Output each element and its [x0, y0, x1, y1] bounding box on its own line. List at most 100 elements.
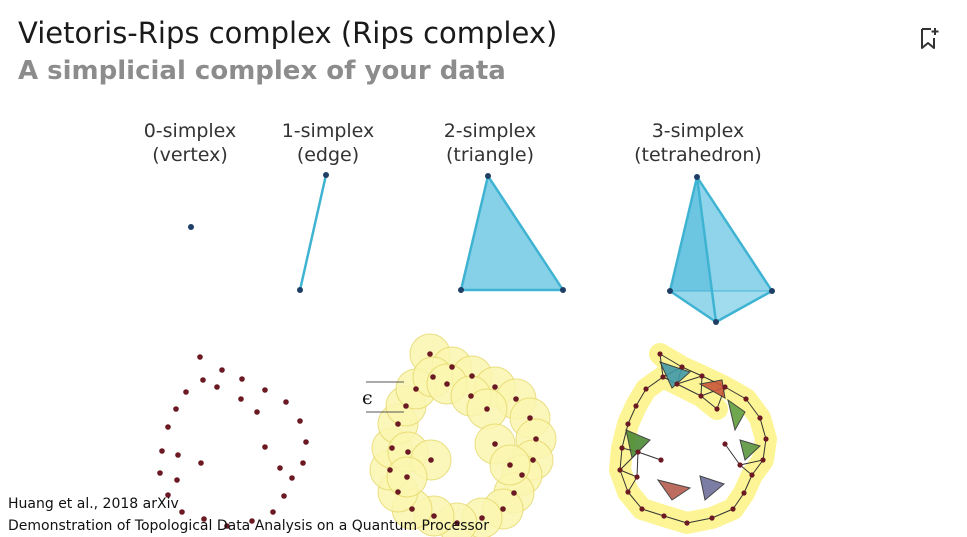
rips-edge [681, 366, 703, 377]
data-point [197, 354, 203, 360]
rips-vertex [657, 351, 663, 357]
rips-edge [645, 376, 664, 390]
data-point [183, 389, 189, 395]
rips-vertex [679, 364, 685, 370]
rips-vertex [658, 457, 664, 463]
rips-triangle [739, 439, 761, 461]
slide-title: Vietoris-Rips complex (Rips complex) [18, 16, 558, 50]
data-point [530, 457, 536, 463]
data-point [444, 381, 450, 387]
rips-edge [751, 459, 764, 476]
rips-edge [711, 508, 734, 519]
rips-edge [745, 398, 761, 419]
data-point [238, 396, 244, 402]
data-point [159, 448, 165, 454]
simplex-name: 3-simplex [651, 120, 745, 142]
bookmark-add-icon[interactable] [918, 26, 940, 52]
rips-vertex [684, 520, 690, 526]
rips-vertex [709, 515, 715, 521]
data-point [303, 439, 309, 445]
data-point [409, 506, 415, 512]
data-point [165, 492, 171, 498]
data-point [533, 436, 539, 442]
data-point [198, 460, 204, 466]
data-point [165, 424, 171, 430]
rips-edge [739, 464, 753, 476]
rips-edge [619, 469, 629, 493]
rips-edge [686, 517, 713, 524]
data-point [469, 373, 475, 379]
rips-vertex [737, 462, 743, 468]
data-point [174, 477, 180, 483]
rips-vertex [635, 449, 641, 455]
data-point [281, 493, 287, 499]
rips-edge [619, 447, 623, 471]
data-point [262, 387, 268, 393]
rips-vertex [643, 386, 649, 392]
rips-vertex [661, 513, 667, 519]
data-point [289, 475, 295, 481]
data-point [201, 516, 207, 522]
data-point [519, 472, 525, 478]
simplex-desc: (tetrahedron) [634, 144, 762, 166]
rips-vertex [639, 506, 645, 512]
rips-triangle [727, 398, 746, 432]
rips-vertex [617, 467, 623, 473]
rips-vertex [743, 396, 749, 402]
data-point [484, 406, 490, 412]
data-point [239, 376, 245, 382]
rips-vertex [749, 472, 755, 478]
data-point [277, 465, 283, 471]
data-point [224, 523, 230, 529]
simplex-name: 2-simplex [443, 120, 537, 142]
data-point [395, 421, 401, 427]
rips-edge [759, 417, 767, 440]
rips-vertex [757, 415, 763, 421]
rips-edge [762, 438, 767, 461]
data-point [283, 399, 289, 405]
data-point [527, 415, 533, 421]
data-point [270, 509, 276, 515]
rips-edge [724, 386, 747, 400]
slide-subtitle: A simplicial complex of your data [18, 56, 506, 86]
simplex-desc: (vertex) [152, 144, 228, 166]
rips-edge [724, 443, 741, 466]
rips-vertex [741, 490, 747, 496]
rips-vertex [674, 381, 680, 387]
label-1-simplex: 1-simplex (edge) [258, 119, 398, 167]
rips-vertex [619, 445, 625, 451]
data-point [254, 409, 260, 415]
citation-title: Demonstration of Topological Data Analys… [8, 518, 489, 534]
rips-edge [621, 423, 629, 449]
rips-vertex [722, 384, 728, 390]
rips-edge [663, 515, 688, 524]
data-point [200, 377, 206, 383]
rips-triangle [659, 361, 691, 389]
rips-triangle [699, 475, 726, 501]
citation-author: Huang et al., 2018 arXiv [8, 496, 179, 512]
data-point [500, 506, 506, 512]
data-point [454, 520, 460, 526]
data-point [430, 374, 436, 380]
data-point [428, 457, 434, 463]
data-point [219, 367, 225, 373]
rips-edge [732, 492, 745, 510]
rips-vertex [660, 374, 666, 380]
data-point [262, 444, 268, 450]
data-point [175, 452, 181, 458]
data-point [395, 489, 401, 495]
epsilon-marker: ϵ [362, 381, 404, 413]
data-point [214, 384, 220, 390]
rips-triangle [625, 429, 651, 460]
rips-edge [619, 469, 638, 478]
data-point [511, 490, 517, 496]
tetrahedron-simplex [667, 174, 775, 325]
data-point [479, 515, 485, 521]
label-3-simplex: 3-simplex (tetrahedron) [608, 119, 788, 167]
data-point [492, 441, 498, 447]
data-point [387, 467, 393, 473]
simplex-name: 0-simplex [143, 120, 237, 142]
rips-vertex [698, 393, 704, 399]
rips-edge [739, 459, 764, 466]
data-point [157, 470, 163, 476]
